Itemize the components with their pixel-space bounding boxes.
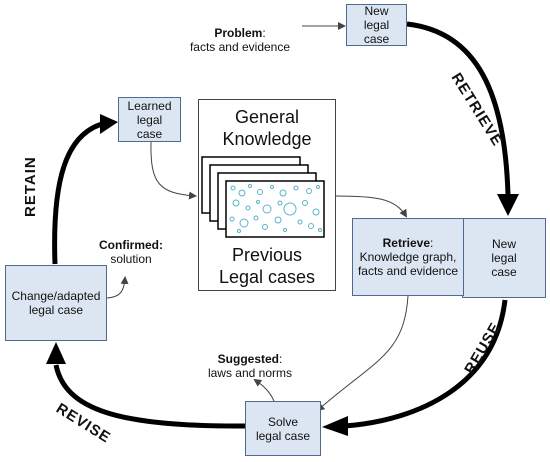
retain-arc xyxy=(52,121,103,265)
new-legal-case-right-label: New legal case xyxy=(491,237,517,279)
learned-to-panel-arrow xyxy=(150,141,197,200)
change-to-confirmed-arrow xyxy=(106,276,129,299)
problem-annotation: Problem: facts and evidence xyxy=(178,12,302,54)
retrieve-knowledge-box: Retrieve: Knowledge graph, facts and evi… xyxy=(352,218,464,296)
learned-legal-case-box: Learned legal case xyxy=(118,97,181,142)
retrieve-arc xyxy=(406,21,511,196)
problem-title: Problem xyxy=(214,26,263,40)
confirmed-text: solution xyxy=(110,252,152,266)
solve-to-suggested-arrow xyxy=(253,378,275,402)
reuse-arc xyxy=(344,299,508,429)
general-knowledge-label: General Knowledge xyxy=(222,107,312,149)
confirmed-annotation: Confirmed: solution xyxy=(86,224,176,266)
retain-arrowhead xyxy=(100,114,118,134)
revise-arrowhead xyxy=(46,342,66,364)
retrieve-box-title: Retrieve xyxy=(382,236,430,250)
retrieve-arrowhead xyxy=(497,194,519,216)
new-legal-case-right-box: New legal case xyxy=(462,218,546,298)
solve-legal-case-box: Solve legal case xyxy=(245,401,321,456)
change-adapted-case-box: Change/adapted legal case xyxy=(5,265,107,341)
phase-label-retain: RETAIN xyxy=(22,156,39,217)
panel-to-retrieve-arrow xyxy=(334,195,408,218)
retrieve-box-text: : Knowledge graph, facts and evidence xyxy=(357,236,459,278)
confirmed-title: Confirmed: xyxy=(99,238,163,252)
reuse-arrowhead xyxy=(322,416,348,436)
new-legal-case-top-box: New legal case xyxy=(346,4,407,46)
revise-arc xyxy=(53,364,246,429)
problem-text: : facts and evidence xyxy=(189,26,291,54)
suggested-text: : laws and norms xyxy=(207,352,293,380)
retrieve-to-solve-arrow xyxy=(316,295,409,412)
previous-cases-label: Previous Legal cases xyxy=(218,245,316,287)
suggested-annotation: Suggested: laws and norms xyxy=(198,338,302,380)
suggested-title: Suggested xyxy=(217,352,279,366)
